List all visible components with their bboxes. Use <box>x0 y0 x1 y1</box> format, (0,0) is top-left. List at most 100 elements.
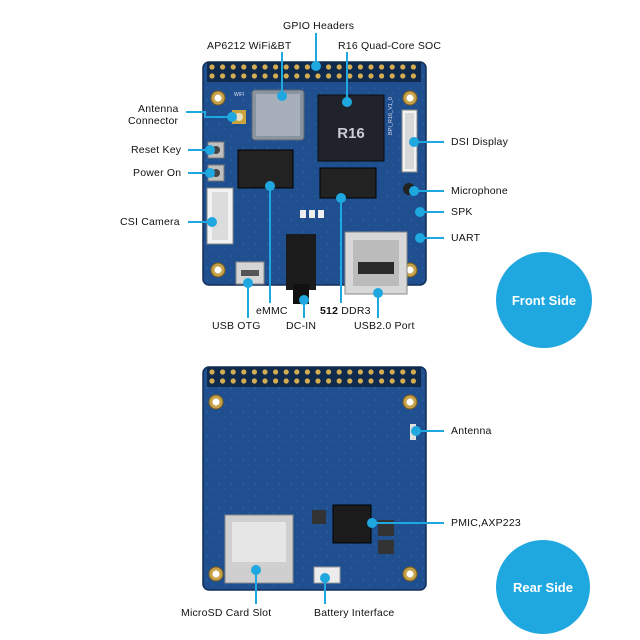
gpio-pin <box>262 369 268 375</box>
gpio-pin <box>389 64 395 70</box>
label-microphone: Microphone <box>451 185 508 197</box>
label-antenna-connector-2: Connector <box>128 115 179 127</box>
gpio-pin <box>273 73 279 79</box>
gpio-pin <box>220 64 226 70</box>
gpio-pin <box>294 64 300 70</box>
gpio-pin <box>220 378 226 384</box>
gpio-pin <box>251 369 257 375</box>
gpio-pin <box>400 64 406 70</box>
callout-lines <box>186 33 444 604</box>
gpio-pin <box>315 378 321 384</box>
gpio-pin <box>262 64 268 70</box>
gpio-pin <box>262 378 268 384</box>
gpio-pin <box>368 64 374 70</box>
gpio-pin <box>230 378 236 384</box>
gpio-pin <box>379 369 385 375</box>
gpio-pin <box>347 64 353 70</box>
gpio-pin <box>294 369 300 375</box>
gpio-pin <box>389 73 395 79</box>
gpio-pin <box>304 73 310 79</box>
label-dc-in: DC-IN <box>286 320 317 332</box>
label-spk: SPK <box>451 206 473 218</box>
front-side-badge: Front Side <box>496 252 592 348</box>
gpio-pin <box>220 73 226 79</box>
gpio-pin <box>357 73 363 79</box>
gpio-pin <box>304 369 310 375</box>
gpio-pin <box>251 64 257 70</box>
gpio-pin <box>273 378 279 384</box>
gpio-pin <box>326 64 332 70</box>
label-usb-otg: USB OTG <box>212 320 261 332</box>
label-dsi-display: DSI Display <box>451 136 509 148</box>
gpio-pin <box>262 73 268 79</box>
usb2-port <box>344 231 408 295</box>
gpio-pin <box>209 369 215 375</box>
battery-connector <box>313 566 341 584</box>
ddr-chip <box>319 167 377 199</box>
gpio-pin <box>410 378 416 384</box>
label-uart: UART <box>451 232 481 244</box>
gpio-pin <box>357 369 363 375</box>
gpio-pin <box>389 378 395 384</box>
gpio-pin <box>336 73 342 79</box>
label-microsd-slot: MicroSD Card Slot <box>181 607 272 619</box>
gpio-pin <box>304 64 310 70</box>
gpio-pin <box>347 378 353 384</box>
gpio-pin <box>241 64 247 70</box>
gpio-pin <box>230 73 236 79</box>
rear-antenna <box>410 424 416 440</box>
gpio-pin <box>368 73 374 79</box>
wifi-module <box>251 89 305 141</box>
gpio-pin <box>283 64 289 70</box>
label-gpio-headers: GPIO Headers <box>283 20 355 32</box>
gpio-pin <box>368 369 374 375</box>
gpio-pin <box>315 73 321 79</box>
gpio-pin <box>410 73 416 79</box>
gpio-pin <box>283 378 289 384</box>
pmic-chip <box>332 504 372 544</box>
gpio-pin <box>400 369 406 375</box>
gpio-pin <box>251 73 257 79</box>
gpio-pin <box>315 369 321 375</box>
gpio-pin <box>400 73 406 79</box>
label-pmic: PMIC,AXP223 <box>451 517 521 529</box>
gpio-pin <box>283 369 289 375</box>
label-power-on: Power On <box>133 167 182 179</box>
gpio-pin <box>241 369 247 375</box>
label-csi-camera: CSI Camera <box>120 216 180 228</box>
emmc-chip <box>237 149 294 189</box>
dc-in-jack <box>286 234 316 290</box>
gpio-pin <box>379 73 385 79</box>
gpio-pin <box>326 369 332 375</box>
gpio-pin <box>230 64 236 70</box>
gpio-pin <box>220 369 226 375</box>
front-board: WIFI R16 BPI_R16_V1_0 <box>202 61 427 304</box>
gpio-pin <box>368 378 374 384</box>
gpio-pin <box>273 64 279 70</box>
label-wifi-bt: AP6212 WiFi&BT <box>207 40 292 52</box>
soc-chip: R16 <box>317 94 385 162</box>
gpio-pin <box>294 378 300 384</box>
label-ddr-size: 512 <box>320 305 339 317</box>
gpio-pin <box>209 378 215 384</box>
wifi-silk: WIFI <box>234 92 245 98</box>
gpio-pin <box>410 369 416 375</box>
gpio-pin <box>389 369 395 375</box>
gpio-pin <box>347 73 353 79</box>
label-reset-key: Reset Key <box>131 144 182 156</box>
gpio-pin <box>357 378 363 384</box>
gpio-pin <box>379 378 385 384</box>
gpio-pin <box>241 378 247 384</box>
gpio-pin <box>326 378 332 384</box>
gpio-pin <box>379 64 385 70</box>
label-rear-antenna: Antenna <box>451 425 492 437</box>
gpio-pin <box>326 73 332 79</box>
antenna-connector <box>232 110 246 124</box>
label-ddr-type: DDR3 <box>341 305 371 317</box>
gpio-pin <box>294 73 300 79</box>
board-name-silk: BPI_R16_V1_0 <box>388 97 394 135</box>
gpio-pin <box>336 369 342 375</box>
gpio-pin <box>251 378 257 384</box>
rear-board <box>202 366 427 591</box>
label-emmc: eMMC <box>256 305 288 317</box>
